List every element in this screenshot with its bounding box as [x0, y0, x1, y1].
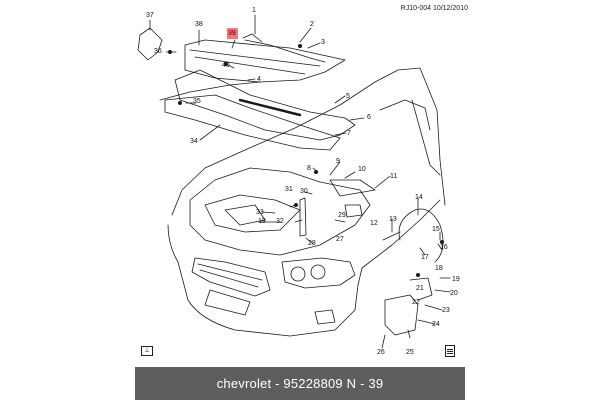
callout-13[interactable]: 13	[389, 216, 397, 223]
callout-8[interactable]: 8	[307, 165, 311, 172]
orientation-icon: ⊥	[141, 346, 153, 356]
callout-4[interactable]: 4	[257, 76, 261, 83]
callout-16[interactable]: 16	[440, 244, 448, 251]
callout-30[interactable]: 30	[300, 188, 308, 195]
callout-36[interactable]: 36	[154, 48, 162, 55]
callout-20[interactable]: 20	[450, 290, 458, 297]
highlighted-callout-box	[227, 28, 238, 39]
callout-28[interactable]: 28	[308, 240, 316, 247]
callout-18[interactable]: 18	[435, 265, 443, 272]
callout-38[interactable]: 38	[195, 21, 203, 28]
callout-34[interactable]: 34	[190, 138, 198, 145]
callout-32[interactable]: 32	[276, 218, 284, 225]
callout-31[interactable]: 31	[285, 186, 293, 193]
callout-26[interactable]: 26	[377, 349, 385, 356]
callout-2[interactable]: 2	[310, 21, 314, 28]
callout-21[interactable]: 21	[416, 285, 424, 292]
callout-15[interactable]: 15	[432, 226, 440, 233]
callout-14[interactable]: 14	[415, 194, 423, 201]
callout-40[interactable]: 40	[222, 62, 230, 69]
callout-19-b[interactable]: 19	[452, 276, 460, 283]
reference-code: RJ10-004 10/12/2010	[400, 5, 468, 12]
callout-1[interactable]: 1	[252, 7, 256, 14]
callout-10[interactable]: 10	[358, 166, 366, 173]
callout-23[interactable]: 23	[442, 307, 450, 314]
callout-19-a[interactable]: 19	[258, 218, 266, 225]
callout-6[interactable]: 6	[367, 114, 371, 121]
callout-33[interactable]: 33	[256, 209, 264, 216]
part-caption-bar: chevrolet - 95228809 N - 39	[135, 367, 465, 400]
callout-12[interactable]: 12	[370, 220, 378, 227]
callout-37[interactable]: 37	[146, 12, 154, 19]
callout-39[interactable]: 39	[228, 30, 236, 37]
callout-7[interactable]: 7	[347, 130, 351, 137]
callout-24[interactable]: 24	[432, 321, 440, 328]
view-icon	[445, 345, 455, 357]
callout-11[interactable]: 11	[390, 173, 398, 180]
callout-17[interactable]: 17	[421, 254, 429, 261]
callout-25[interactable]: 25	[406, 349, 414, 356]
callout-3[interactable]: 3	[321, 39, 325, 46]
callout-9[interactable]: 9	[336, 158, 340, 165]
callout-27[interactable]: 27	[336, 236, 344, 243]
callout-35[interactable]: 35	[193, 98, 201, 105]
callout-5[interactable]: 5	[346, 93, 350, 100]
callout-22[interactable]: 22	[412, 299, 420, 306]
callout-29[interactable]: 29	[338, 212, 346, 219]
